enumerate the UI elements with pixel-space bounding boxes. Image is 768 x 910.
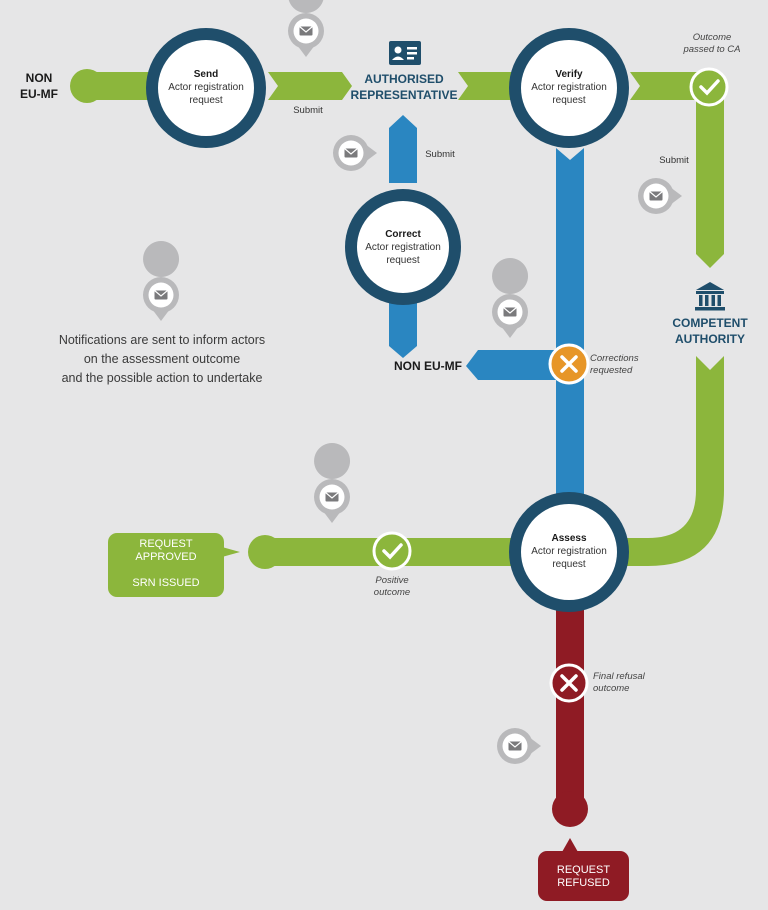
check-icon [372, 531, 412, 571]
actor-non-eu-mf-left: NON EU-MF [20, 71, 58, 101]
red-flow-segment [556, 600, 584, 810]
send-node-text: Send Actor registration request [168, 69, 244, 106]
actor-non-eu-mf-middle: NON EU-MF [394, 359, 462, 373]
blue-down-segment [556, 148, 584, 500]
approved-box [108, 533, 240, 597]
verify-node-text: Verify Actor registration request [531, 69, 607, 106]
bank-building-icon [695, 282, 725, 311]
outcome-passed-label: Outcome passed to CA [683, 32, 741, 55]
blue-up-arrow [389, 115, 417, 183]
green-arrow-segment [268, 72, 352, 100]
request-approved-text: REQUEST APPROVED SRN ISSUED [132, 538, 200, 589]
refused-box [538, 838, 629, 901]
cross-icon [549, 663, 589, 703]
verify-node [509, 28, 629, 148]
green-down-arrow [696, 86, 724, 268]
correct-node-text: Correct Actor registration request [365, 229, 441, 266]
id-card-icon [389, 41, 421, 65]
cross-icon [548, 343, 590, 385]
start-dot [70, 69, 104, 103]
green-arrow-segment [630, 72, 700, 100]
envelope-pin-icon [313, 442, 351, 524]
blue-down-arrow [389, 300, 417, 358]
assess-node [509, 492, 629, 612]
envelope-pin-icon [332, 134, 378, 172]
end-dot-refused [552, 791, 588, 827]
send-node [146, 28, 266, 148]
blue-left-arrow [466, 350, 570, 380]
check-icon [689, 67, 729, 107]
envelope-pin-icon [287, 0, 325, 58]
submit-label: Submit [425, 149, 455, 160]
envelope-pin-icon [637, 177, 683, 215]
end-dot-approved [248, 535, 282, 569]
positive-outcome-label: Positive outcome [373, 575, 411, 598]
request-refused-text: REQUEST REFUSED [556, 864, 611, 889]
correct-node [345, 189, 461, 305]
envelope-pin-icon [142, 240, 180, 322]
envelope-pin-icon [491, 257, 529, 339]
actor-competent-authority: COMPETENT AUTHORITY [672, 316, 748, 346]
final-refusal-label: Final refusal outcome [593, 671, 645, 694]
submit-label: Submit [659, 155, 689, 166]
envelope-pin-icon [496, 727, 542, 765]
submit-label: Submit [293, 105, 323, 116]
actor-authorised-representative: AUTHORISED REPRESENTATIVE [350, 72, 458, 102]
notifications-note: Notifications are sent to inform actors … [58, 333, 266, 385]
corrections-requested-label: Corrections requested [590, 353, 639, 376]
assess-node-text: Assess Actor registration request [531, 533, 607, 570]
